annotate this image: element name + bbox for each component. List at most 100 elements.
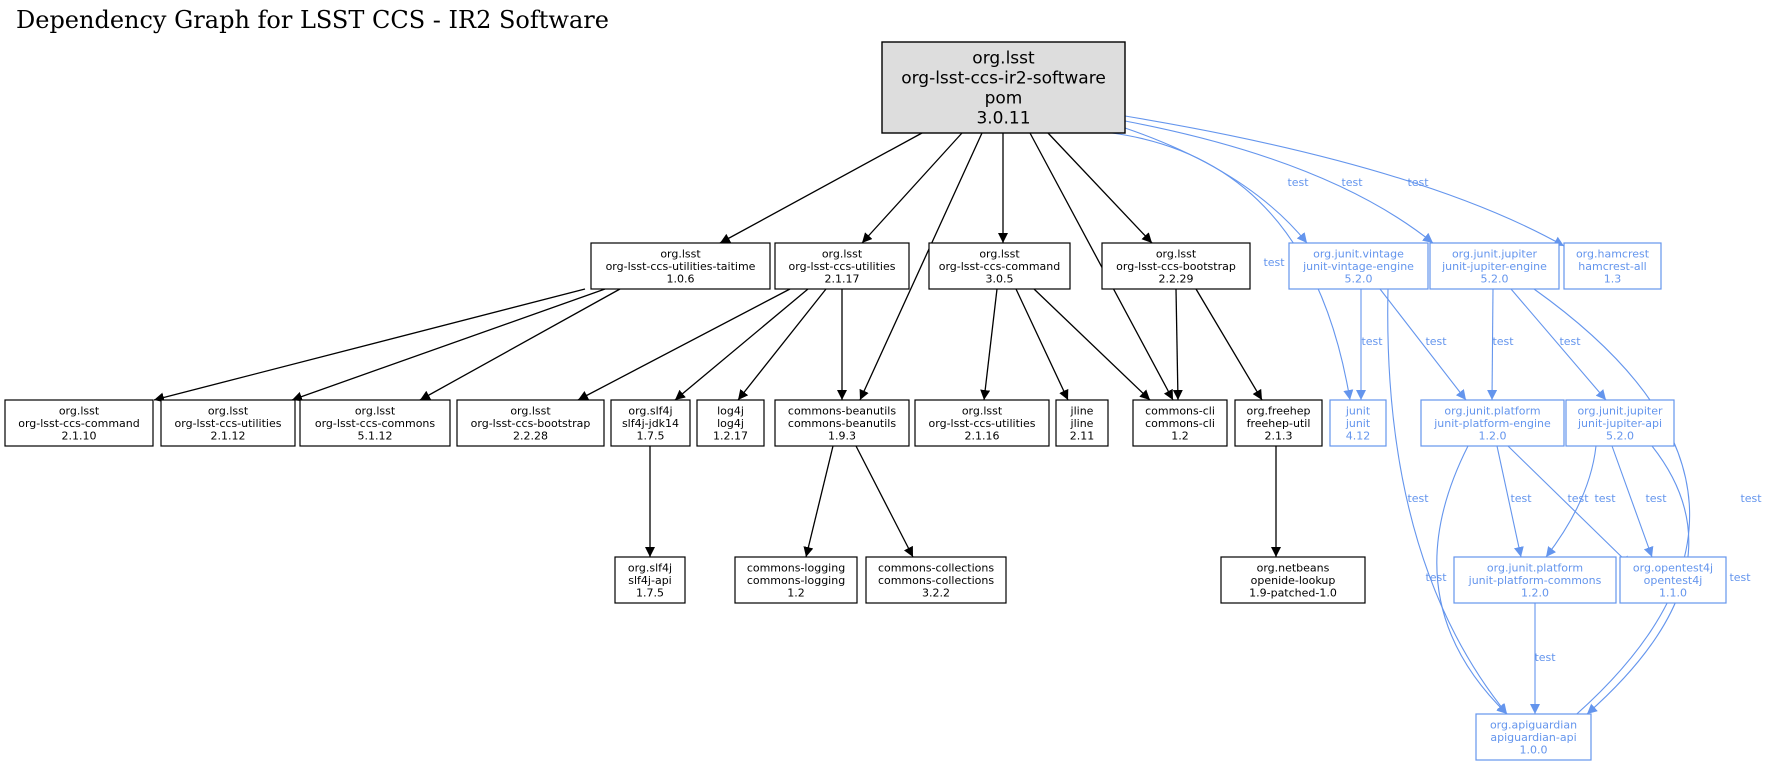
node-label-line: junit-platform-engine <box>1433 417 1551 430</box>
node-label-line: org.junit.platform <box>1487 561 1583 574</box>
node-label-line: 2.1.10 <box>62 429 97 442</box>
node-label-line: org-lsst-ccs-utilities <box>789 260 896 273</box>
edge-label: test <box>1361 335 1383 348</box>
node-box <box>928 242 1071 290</box>
node-openide[interactable]: org.netbeansopenide-lookup1.9-patched-1.… <box>1220 556 1366 604</box>
node-label-line: org.lsst <box>979 247 1020 260</box>
node-box <box>456 399 605 447</box>
edge-label: test <box>1510 492 1532 505</box>
node-label-line: org.freehep <box>1247 404 1311 417</box>
edge-bootstrap2229-to-freehep <box>1195 288 1263 401</box>
node-taitime[interactable]: org.lsstorg-lsst-ccs-utilities-taitime1.… <box>590 242 771 290</box>
node-box <box>774 399 910 447</box>
node-label-line: 1.0.6 <box>667 272 695 285</box>
node-label-line: 1.7.5 <box>637 429 665 442</box>
edge-label: test <box>1425 571 1447 584</box>
node-label-line: 1.7.5 <box>636 586 664 599</box>
node-box <box>1288 242 1429 290</box>
node-box <box>914 399 1050 447</box>
node-label-line: 2.1.16 <box>965 429 1000 442</box>
node-jupiterengine[interactable]: org.junit.jupiterjunit-jupiter-engine5.2… <box>1429 242 1560 290</box>
node-label-line: org.lsst <box>510 404 551 417</box>
node-label-line: 2.1.3 <box>1265 429 1293 442</box>
node-label-line: 1.9-patched-1.0 <box>1249 586 1337 599</box>
node-label-line: opentest4j <box>1644 574 1703 587</box>
edge-root-to-utilities <box>861 132 963 244</box>
node-label-line: jline <box>1070 417 1094 430</box>
edge-jupiterapi-to-platformcommons <box>1545 445 1597 558</box>
node-box <box>1563 242 1662 290</box>
edge-jupiterengine-to-platformengine <box>1487 288 1498 401</box>
edge-label: test <box>1492 335 1514 348</box>
node-label-line: org-lsst-ccs-utilities <box>175 417 282 430</box>
node-label-line: junit-jupiter-api <box>1577 417 1662 430</box>
node-label-line: 1.3 <box>1604 272 1622 285</box>
node-label-line: 4.12 <box>1346 429 1371 442</box>
node-label-line: 1.2.0 <box>1479 429 1507 442</box>
node-label-line: junit <box>1345 417 1371 430</box>
edge-jupiterengine-to-apiguardian <box>1533 288 1691 727</box>
edge-label: test <box>1425 335 1447 348</box>
edge-label: test <box>1534 651 1556 664</box>
node-box <box>774 242 910 290</box>
node-label-line: org.junit.platform <box>1444 404 1540 417</box>
node-label-line: org-lsst-ccs-utilities-taitime <box>606 260 756 273</box>
node-label-line: 1.2.17 <box>713 429 748 442</box>
node-label-line: org.junit.jupiter <box>1577 404 1663 417</box>
node-label-line: org.lsst <box>59 404 100 417</box>
node-collections[interactable]: commons-collectionscommons-collections3.… <box>865 556 1007 604</box>
node-label-line: org-lsst-ccs-command <box>18 417 140 430</box>
node-label-line: 1.2 <box>1171 429 1189 442</box>
edge-label: test <box>1559 335 1581 348</box>
node-box <box>1420 399 1565 447</box>
node-label-line: org.hamcrest <box>1576 247 1650 260</box>
node-vintage[interactable]: org.junit.vintagejunit-vintage-engine5.2… <box>1288 242 1429 290</box>
edge-utilities-to-bootstrap2228 <box>577 288 791 401</box>
node-label-line: 1.0.0 <box>1520 743 1548 756</box>
node-label-line: log4j <box>717 417 744 430</box>
edge-platformengine-to-platformcommons <box>1496 445 1524 558</box>
node-box <box>865 556 1007 604</box>
node-label-line: org.lsst <box>1156 247 1197 260</box>
edge-beanutils-to-logging <box>803 445 834 558</box>
edge-jupiterapi-to-opentest4j <box>1611 445 1654 558</box>
edge-label: test <box>1567 492 1589 505</box>
edge-root-to-hamcrest <box>1124 115 1565 247</box>
node-label-line: org-lsst-ccs-ir2-software <box>901 68 1106 88</box>
node-label-line: org-lsst-ccs-bootstrap <box>471 417 591 430</box>
node-label-line: 1.9.3 <box>828 429 856 442</box>
edge-vintage-to-apiguardian <box>1387 288 1508 715</box>
node-label-line: pom <box>985 88 1023 108</box>
node-label-line: 3.0.5 <box>986 272 1014 285</box>
node-label-line: 5.2.0 <box>1345 272 1373 285</box>
node-root[interactable]: org.lsstorg-lsst-ccs-ir2-softwarepom3.0.… <box>881 41 1126 134</box>
node-platformcommons[interactable]: org.junit.platformjunit-platform-commons… <box>1453 556 1617 604</box>
node-label-line: 2.11 <box>1070 429 1095 442</box>
node-box <box>1453 556 1617 604</box>
edge-utilities-to-slf4jjdk <box>674 288 809 401</box>
edge-label: test <box>1645 492 1667 505</box>
node-platformengine[interactable]: org.junit.platformjunit-platform-engine1… <box>1420 399 1565 447</box>
